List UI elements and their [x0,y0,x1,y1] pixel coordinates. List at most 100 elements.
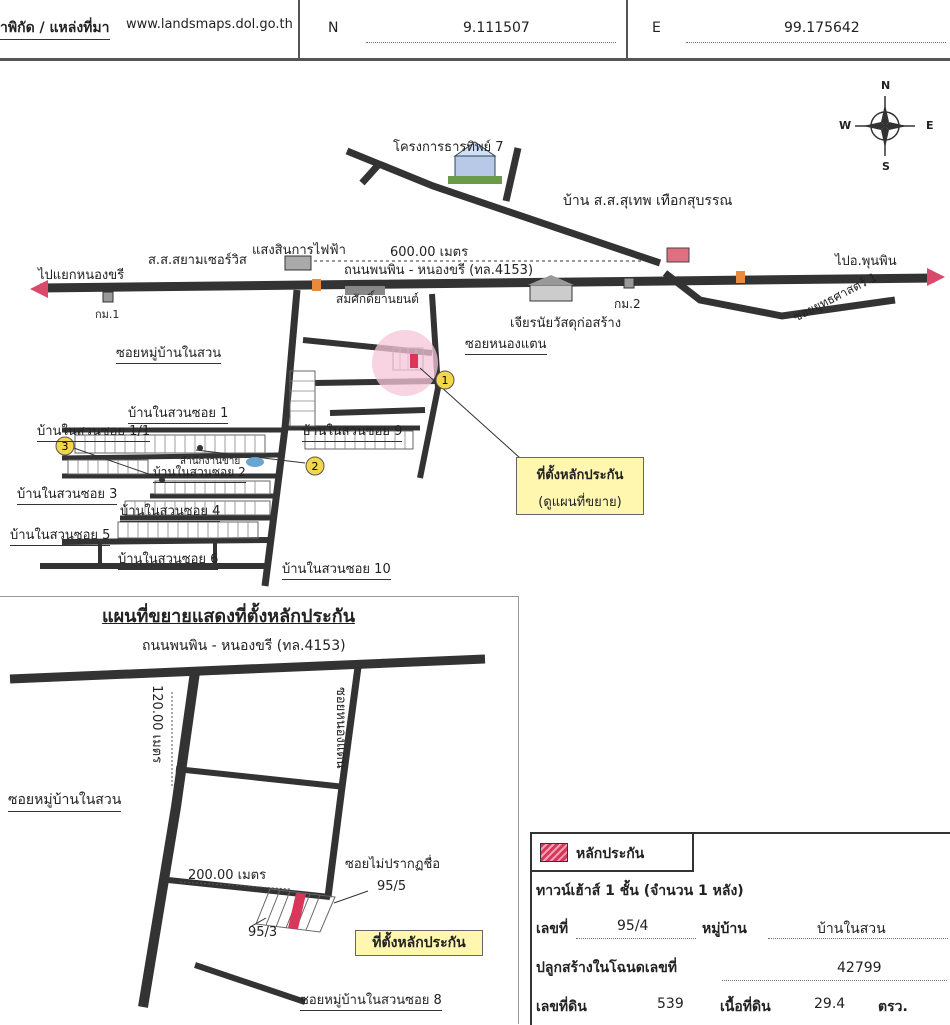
east-label: E [652,20,661,36]
no-value: 95/4 [617,918,649,934]
callout-sub: (ดูแผนที่ขยาย) [538,495,622,510]
inset-lot-953: 95/3 [248,925,278,940]
area-label: เนื้อที่ดิน [720,999,771,1015]
dotted-line [686,42,946,43]
marker-1[interactable]: 1 [435,370,455,390]
svg-text:1: 1 [442,374,449,387]
area-value: 29.4 [814,996,846,1012]
callout-line [67,445,161,479]
dotted-line [722,980,947,981]
village-value: บ้านในสวน [817,921,886,937]
inset-title: แผนที่ขยายแสดงที่ตั้งหลักประกัน [102,606,355,627]
svg-text:3: 3 [62,440,69,453]
label-main-road: ถนนพนพิน - หนองขรี (ทล.4153) [344,263,534,278]
collateral-callout[interactable]: ที่ตั้งหลักประกัน (ดูแผนที่ขยาย) [516,457,644,515]
seven-eleven-icon [312,279,321,291]
label-soi-nongtaen: ซอยหนองแตน [465,333,547,355]
road-project7 [502,147,522,202]
label-soi1-1: บ้านในสวนซอย 1/1 [37,420,151,442]
callout-line [195,449,306,464]
east-value: 99.175642 [784,20,860,36]
label-distance-main: 600.00 เมตร [390,245,469,260]
inset-leader [333,890,369,904]
arrow-left-icon [30,280,48,298]
label-to-right: ไปอ.พุนพิน [835,254,897,269]
inset-map: แผนที่ขยายแสดงที่ตั้งหลักประกัน ถนนพนพิน… [0,596,519,1024]
building-icon [528,275,574,302]
inset-lot-955: 95/5 [377,879,407,894]
office-icon [246,457,264,467]
coordinates-header: าพิกัด / แหล่งที่มา www.landsmaps.dol.go… [0,0,950,61]
source-label: าพิกัด / แหล่งที่มา [0,17,110,40]
label-soi3: บ้านในสวนซอย 3 [17,483,118,505]
arrow-right-icon [927,268,945,286]
label-soi-mid: บ้านในสวนซอย 2 [153,463,246,483]
label-soi10: บ้านในสวนซอย 10 [282,558,391,580]
label-to-left: ไปแยกหนองขรี [38,268,125,283]
label-charoen: เจียรนัยวัสดุก่อสร้าง [510,316,622,331]
svg-text:2: 2 [312,460,319,473]
label-siam: ส.ส.สยามเซอร์วิส [148,253,247,268]
compass-icon [855,96,915,156]
road-north-stub [359,160,383,186]
road-inner-c [329,407,426,416]
label-smsak: สมศักดิ์ยานยนต์ [336,292,419,306]
dotted-line [576,938,696,939]
road-soi5 [61,537,271,545]
marker-2[interactable]: 2 [305,456,325,476]
inset-site-callout[interactable]: ที่ตั้งหลักประกัน [355,930,483,956]
car-icon [345,286,385,295]
legend-key: หลักประกัน [532,834,694,872]
inset-soi-noname: ซอยไม่ปรากฏชื่อ [345,857,441,872]
callout-title: ที่ตั้งหลักประกัน [536,468,624,483]
label-soi6: บ้านในสวนซอย 6 [118,548,219,570]
inset-collateral-lot [288,893,306,929]
collateral-swatch [540,843,568,862]
inset-soi-c [194,962,306,1005]
source-cell: าพิกัด / แหล่งที่มา www.landsmaps.dol.go… [0,0,300,58]
house-icon [666,247,690,263]
compass-n: N [881,79,891,92]
collateral-lot-marker [410,354,418,368]
point-icon [197,445,203,451]
location-map: 1 2 3 [30,96,945,587]
dotted-line [366,42,616,43]
label-soi1: บ้านในสวนซอย 1 [128,402,229,424]
label-house-mp: บ้าน ส.ส.สุเทพ เทือกสุบรรณ [563,193,733,209]
label-light: แสงสินการไฟฟ้า [252,243,346,258]
source-url[interactable]: www.landsmaps.dol.go.th [126,17,293,32]
inset-soi8: ซอยหมู่บ้านในสวนซอย 8 [300,989,442,1011]
inset-soi-nongtaen-label: ซอยหนองแตน [333,687,348,769]
collateral-highlight [372,330,438,396]
inset-soi-a [175,766,346,790]
building-type: ทาวน์เฮ้าส์ 1 ชั้น (จำนวน 1 หลัง) [536,883,744,899]
label-soi-mooban: ซอยหมู่บ้านในสวน [116,342,222,364]
legend-collateral: หลักประกัน [576,846,645,862]
inset-leader [249,917,267,928]
deed-label: ปลูกสร้างในโฉนดเลขที่ [536,960,677,976]
inset-dist-v: 120.00 เมตร [149,685,164,764]
point-icon [159,477,165,483]
north-value: 9.111507 [463,20,530,36]
building-icon [284,255,312,271]
km-post-icon [102,291,114,303]
deed-value: 42799 [837,960,882,976]
label-soi5: บ้านในสวนซอย 5 [10,524,111,546]
no-label: เลขที่ [536,921,569,937]
km-post-icon [623,277,635,289]
main-road [39,273,936,293]
road-soi-nongtaen [417,293,442,479]
label-project7: โครงการธารทิพย์ 7 [393,140,504,155]
collateral-details: หลักประกัน ทาวน์เฮ้าส์ 1 ชั้น (จำนวน 1 ห… [530,832,950,1025]
inset-main-road [9,654,486,684]
north-cell: N 9.111507 [298,0,628,58]
inset-soi-mooban [138,671,200,1008]
road-yutthasat [662,270,896,320]
label-km1: กม.1 [95,308,120,321]
village-label: หมู่บ้าน [702,921,747,937]
project-icon [448,141,502,184]
east-cell: E 99.175642 [626,0,950,58]
label-soi9: บ้านในสวนซอย 9 [302,420,403,442]
inset-soi-mooban-label: ซอยหมู่บ้านในสวน [8,789,122,812]
land-no-label: เลขที่ดิน [536,999,587,1015]
